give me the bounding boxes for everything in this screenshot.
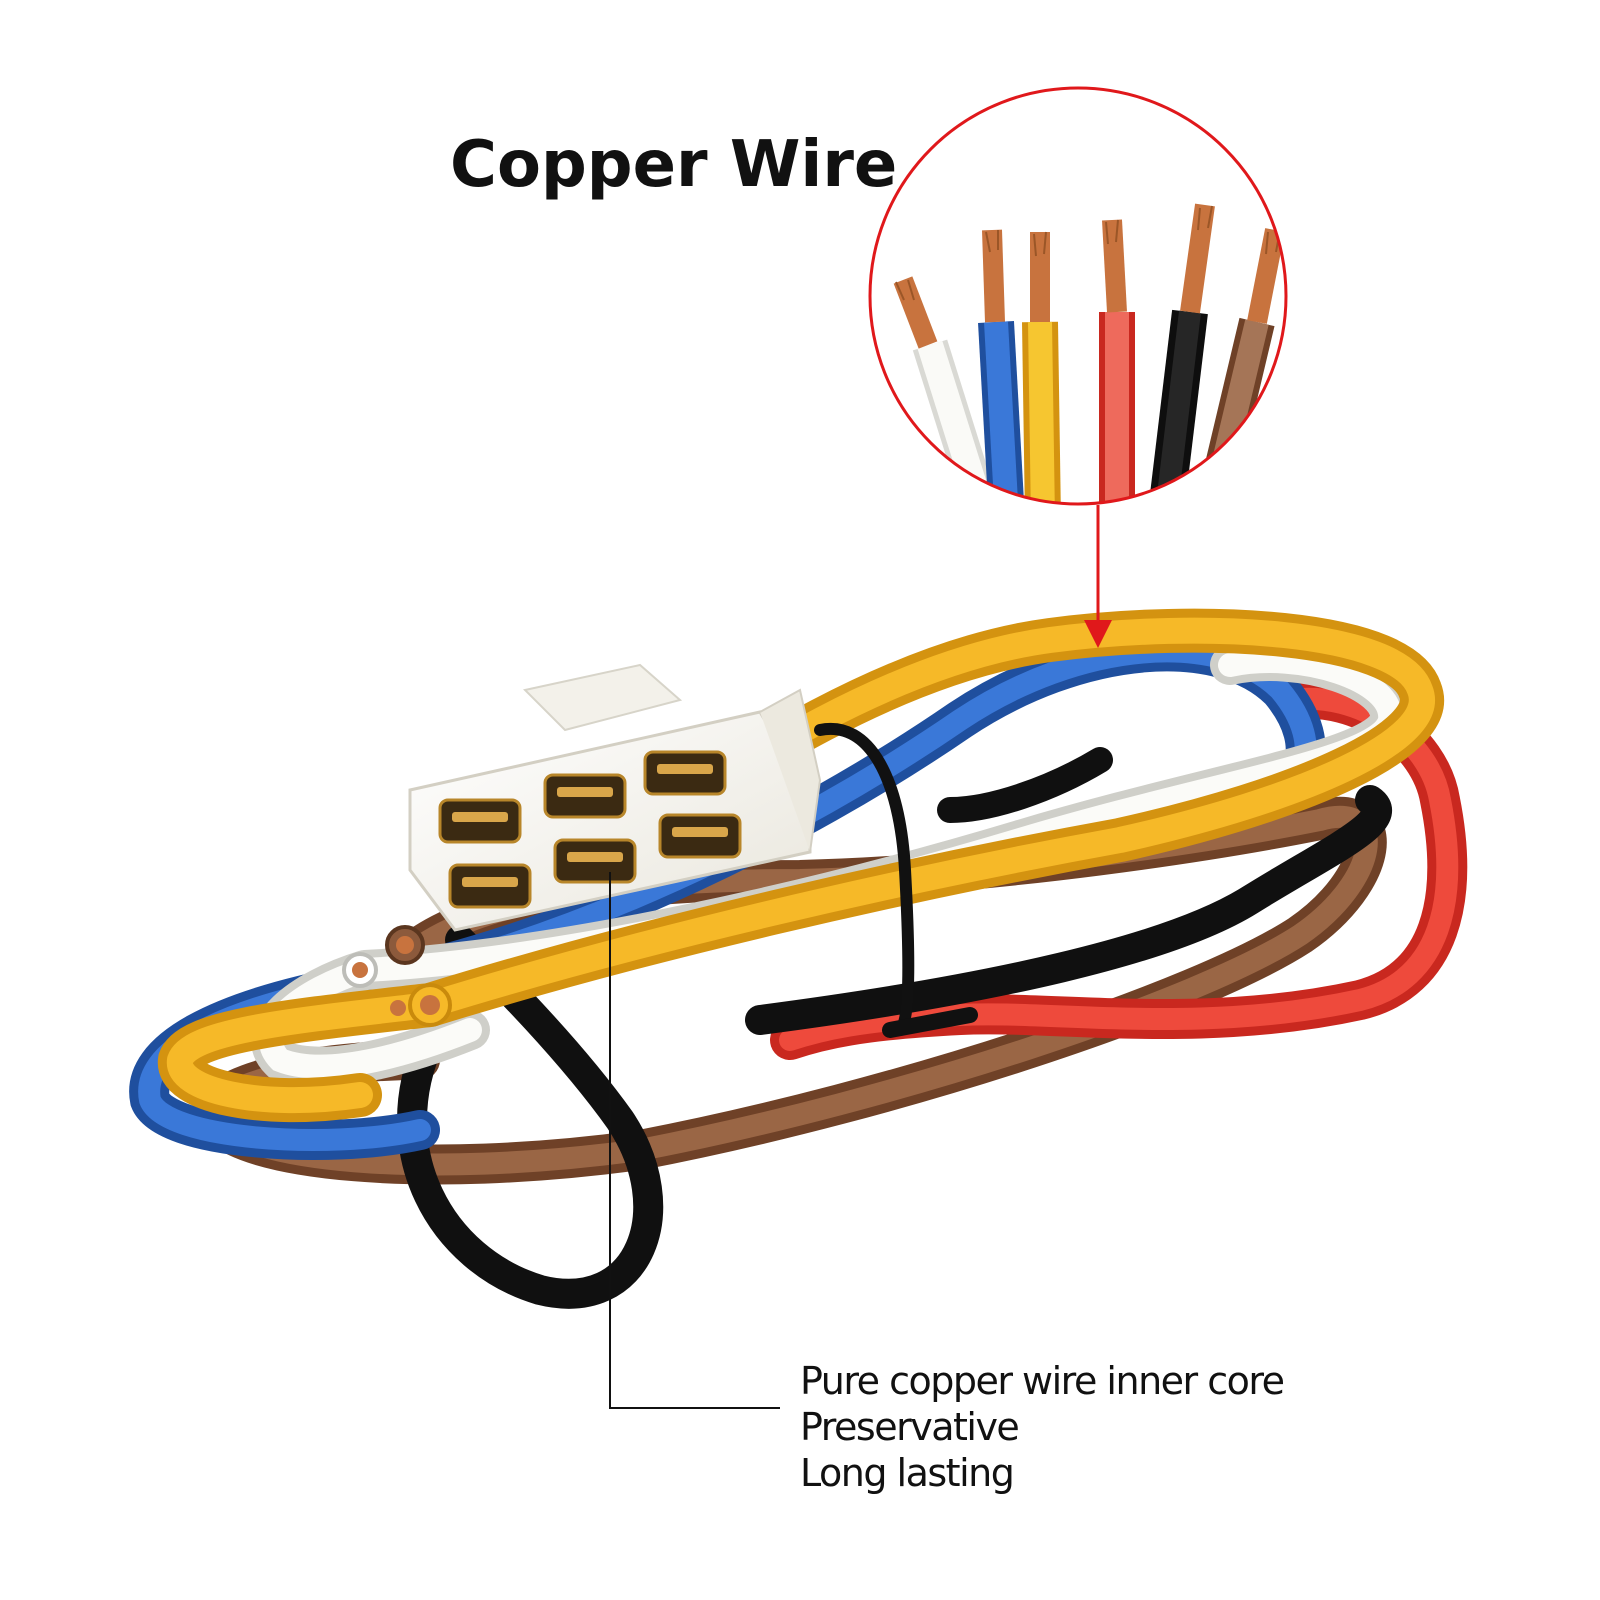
callout-line-2: Preservative (800, 1405, 1020, 1449)
feature-callout: Pure copper wire inner core Preservative… (800, 1358, 1285, 1496)
cable-tie-icon (814, 722, 978, 1038)
page-title: Copper Wire (450, 128, 898, 202)
blue-strand (978, 229, 1025, 504)
black-wire (397, 785, 1392, 1309)
wire-ends (342, 925, 452, 1027)
callout-line-3: Long lasting (800, 1451, 1015, 1495)
zoom-callout-circle-icon (868, 86, 1288, 506)
pointer-arrow-icon (1084, 505, 1112, 648)
wire-connector-icon (408, 663, 822, 932)
yellow-strand (1022, 232, 1061, 504)
red-strand (1099, 219, 1135, 504)
leader-line (609, 872, 780, 1409)
wire-bundle (129, 608, 1468, 1309)
callout-line-1: Pure copper wire inner core (800, 1359, 1285, 1403)
